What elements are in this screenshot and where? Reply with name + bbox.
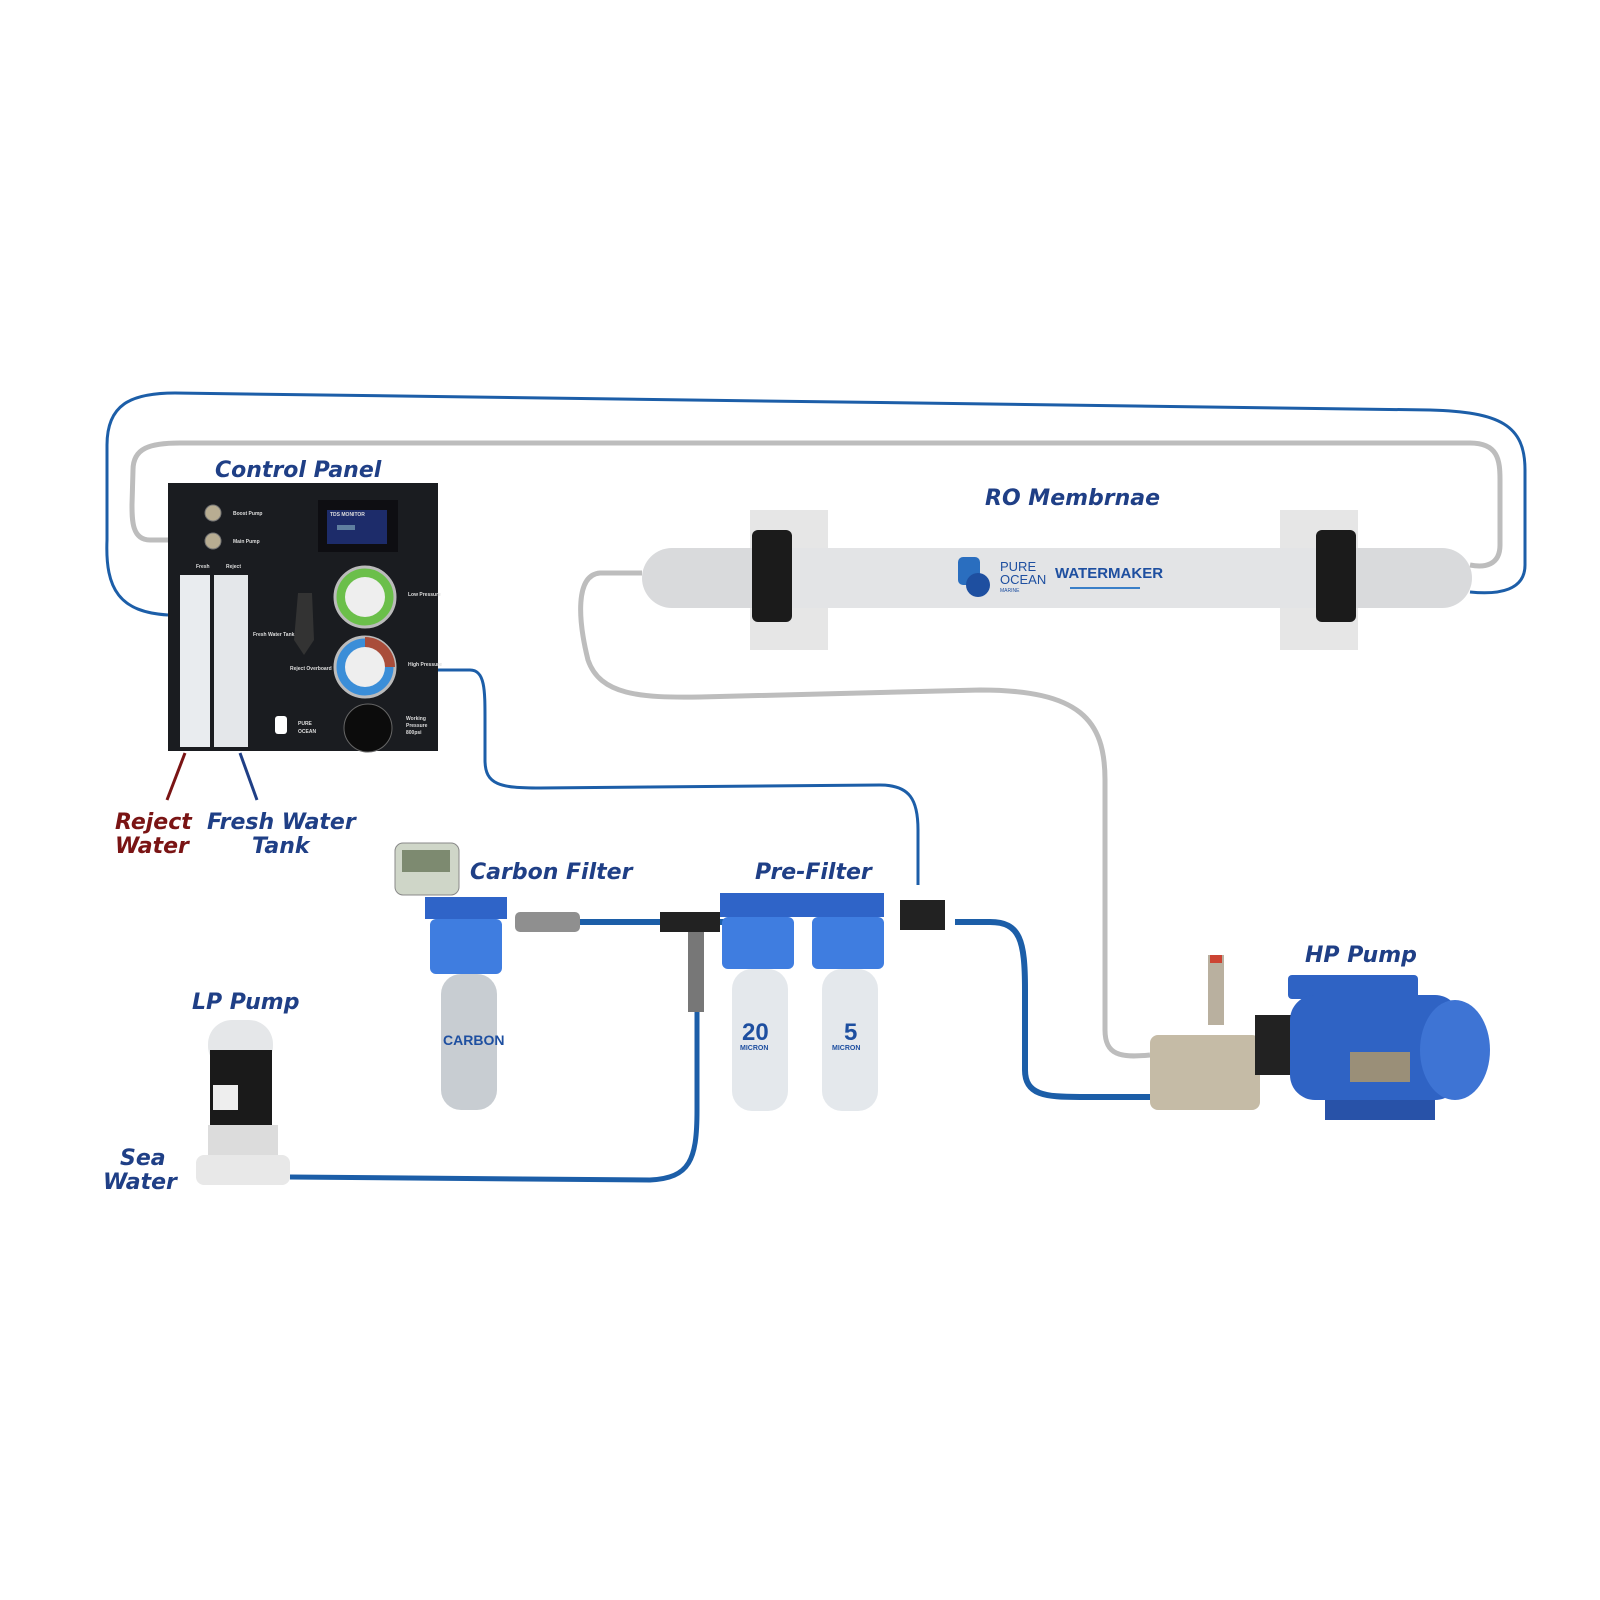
svg-text:OCEAN: OCEAN — [298, 729, 316, 735]
blue-loop-pipe — [105, 391, 1527, 617]
svg-text:PURE: PURE — [1000, 559, 1036, 574]
svg-text:MICRON: MICRON — [832, 1045, 860, 1052]
label-reject-water-2: Water — [115, 834, 190, 859]
reject-flowmeter — [214, 575, 248, 747]
ro-membrane: PURE OCEAN MARINE WATERMAKER — [642, 510, 1472, 650]
control-panel: Boost Pump Main Pump TDS MONITOR Fresh R… — [168, 483, 442, 753]
svg-text:800psi: 800psi — [406, 730, 422, 736]
svg-text:CARBON: CARBON — [443, 1032, 504, 1048]
label-sea-water: Sea — [120, 1146, 166, 1171]
fresh-pointer — [238, 752, 259, 801]
svg-text:Working: Working — [406, 716, 426, 722]
boost-pump-button[interactable] — [204, 504, 222, 522]
label-reject-water: Reject — [115, 810, 193, 835]
svg-text:Reject: Reject — [226, 564, 241, 570]
hp-pump — [1150, 955, 1490, 1120]
label-carbon-filter: Carbon Filter — [470, 860, 634, 885]
lp-pump — [196, 1020, 290, 1185]
svg-text:Boost Pump: Boost Pump — [233, 511, 262, 517]
svg-text:5: 5 — [844, 1019, 857, 1046]
svg-text:High Pressure: High Pressure — [408, 662, 442, 668]
svg-text:Reject Overboard: Reject Overboard — [290, 666, 332, 672]
svg-text:TDS MONITOR: TDS MONITOR — [330, 512, 365, 518]
label-lp-pump: LP Pump — [192, 990, 299, 1015]
working-pressure-knob[interactable] — [343, 703, 393, 753]
label-sea-water-2: Water — [103, 1170, 178, 1195]
svg-text:OCEAN: OCEAN — [1000, 572, 1046, 587]
carbon-filter: CARBON — [394, 842, 580, 1110]
blue-hp-feed-pipe — [955, 919, 1160, 1100]
label-ro-membrane: RO Membrnae — [985, 486, 1160, 511]
pre-filter: 20 5 MICRON MICRON — [660, 893, 945, 1111]
grey-hp-pipe — [578, 570, 1151, 1059]
svg-text:20: 20 — [742, 1019, 769, 1046]
svg-text:Fresh Water Tank: Fresh Water Tank — [253, 632, 295, 638]
fresh-flowmeter — [180, 575, 210, 747]
label-pre-filter: Pre-Filter — [755, 860, 873, 885]
grey-loop-pipe — [129, 440, 1503, 569]
svg-text:Pressure: Pressure — [406, 723, 428, 729]
reject-pointer — [165, 752, 187, 801]
label-hp-pump: HP Pump — [1305, 943, 1417, 968]
label-fresh-water-tank: Fresh Water — [207, 810, 357, 835]
valve-handle[interactable] — [294, 593, 314, 655]
svg-text:WATERMAKER: WATERMAKER — [1055, 565, 1163, 582]
svg-text:Low Pressure: Low Pressure — [408, 592, 441, 598]
svg-text:PURE: PURE — [298, 721, 313, 727]
blue-highpressure-pipe — [437, 668, 920, 885]
svg-text:Main Pump: Main Pump — [233, 539, 260, 545]
brand-marine: MARINE — [1000, 588, 1020, 594]
label-fresh-water-tank-2: Tank — [252, 834, 311, 859]
svg-text:MICRON: MICRON — [740, 1045, 768, 1052]
blue-feed-pipe — [289, 1010, 700, 1183]
label-control-panel: Control Panel — [215, 458, 382, 483]
main-pump-button[interactable] — [204, 532, 222, 550]
svg-text:Fresh: Fresh — [196, 564, 210, 570]
